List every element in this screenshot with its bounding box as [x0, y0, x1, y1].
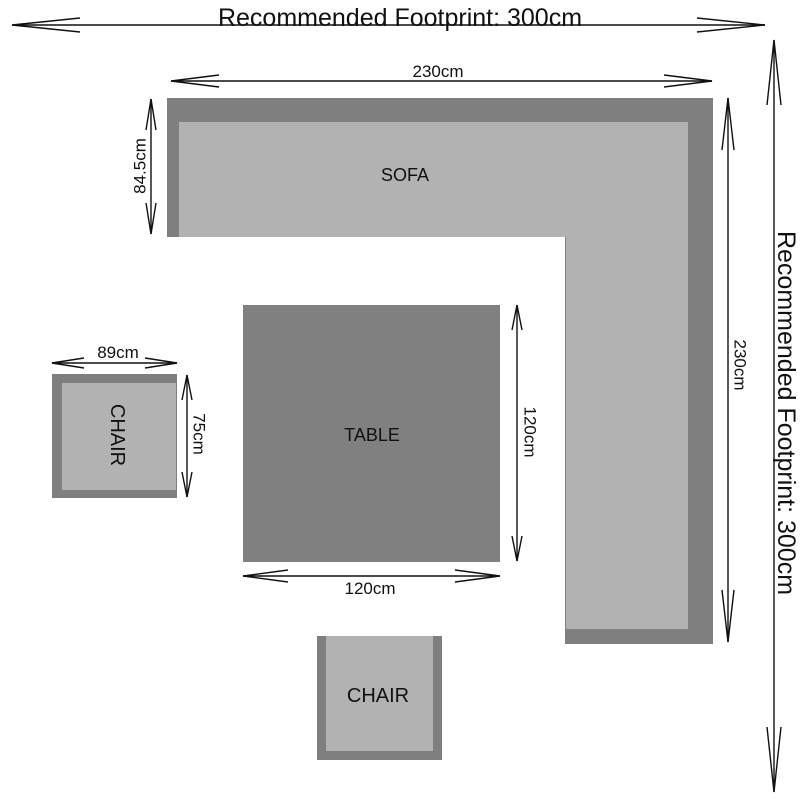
table-width-label: 120cm [344, 579, 395, 598]
sofa-width-label: 230cm [412, 62, 463, 81]
chair-width-label: 89cm [97, 343, 139, 362]
footprint-top-dimension [11, 17, 766, 33]
chair-left-label: CHAIR [106, 404, 128, 466]
chair-bottom-label: CHAIR [347, 685, 409, 707]
sofa-width-dimension [170, 74, 713, 88]
sofa-depth-dimension [145, 98, 157, 235]
footprint-right-label: Recommended Footprint: 300cm [772, 231, 800, 595]
sofa-cushion [179, 122, 688, 629]
sofa-depth-label: 84.5cm [131, 138, 150, 194]
table-depth-dimension [511, 304, 523, 562]
table: TABLE [243, 305, 500, 562]
sofa-label: SOFA [381, 165, 429, 185]
chair-left-cushion [62, 383, 176, 490]
chair-depth-dimension [181, 374, 193, 498]
sofa: SOFA [167, 98, 713, 644]
sofa-length-dimension [721, 97, 735, 643]
chair-bottom-cushion [326, 636, 433, 751]
chair-depth-label: 75cm [190, 413, 209, 455]
table-top [243, 305, 500, 562]
table-depth-label: 120cm [521, 406, 540, 457]
sofa-length-label: 230cm [731, 339, 750, 390]
chair-width-dimension [51, 357, 178, 369]
footprint-top-label: Recommended Footprint: 300cm [218, 4, 582, 32]
footprint-right-dimension [766, 39, 782, 793]
chair-bottom: CHAIR [317, 636, 442, 760]
chair-left: CHAIR [52, 374, 177, 498]
table-width-dimension [242, 569, 501, 583]
table-label: TABLE [344, 425, 400, 445]
